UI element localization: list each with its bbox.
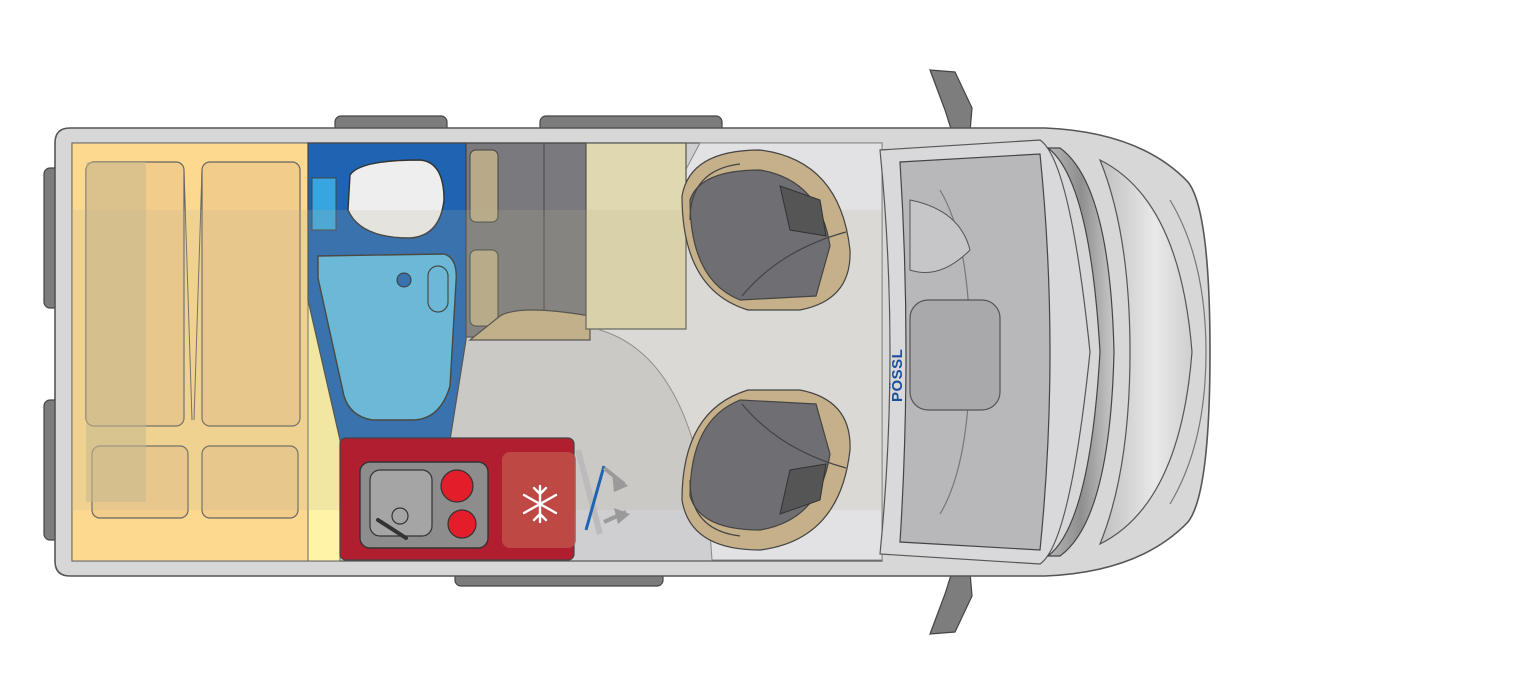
snowflake-icon	[522, 484, 558, 524]
windscreen	[1046, 147, 1115, 557]
hob-burner-front	[440, 469, 474, 503]
toilet-icon	[347, 159, 445, 239]
bathroom	[307, 142, 467, 441]
brand-label: PÖSSL	[889, 349, 906, 402]
sliding-door-arrows-icon	[575, 449, 630, 535]
rear-bed	[71, 142, 341, 562]
washbasin-icon	[317, 253, 457, 421]
sink-hob-unit	[359, 461, 489, 549]
brand-logo: PÖSSL	[889, 349, 906, 402]
fridge	[502, 452, 576, 548]
cab-dashboard	[879, 139, 1091, 565]
kitchen-block	[339, 437, 576, 561]
hob-burner-back	[447, 509, 477, 539]
driver-seat	[681, 149, 851, 311]
dinette-bench	[465, 142, 591, 341]
dinette-table	[585, 142, 687, 330]
hood	[1098, 158, 1207, 546]
passenger-seat	[681, 389, 851, 551]
mirror-bottom	[929, 571, 973, 635]
mirror-top	[929, 69, 973, 133]
